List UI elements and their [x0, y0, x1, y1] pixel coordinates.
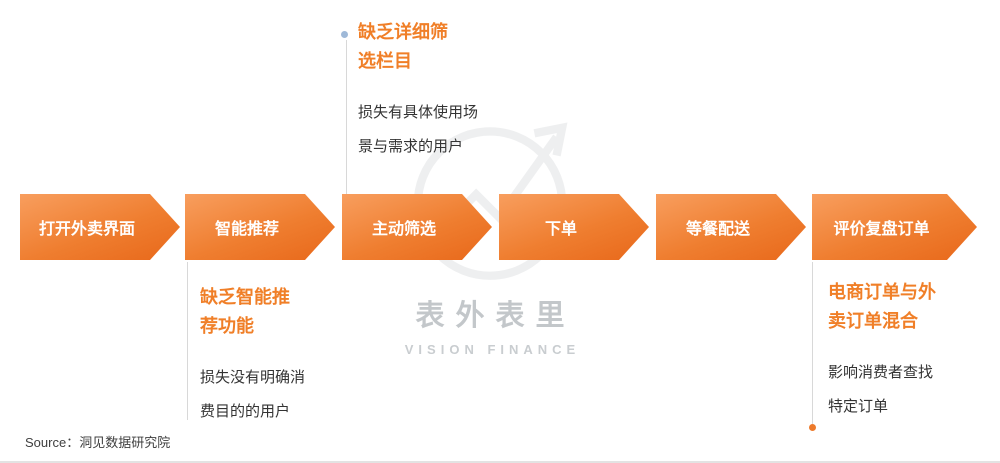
flow-step-label: 智能推荐 [214, 221, 279, 238]
vision-finance-logo-icon [395, 122, 585, 289]
watermark-brand: 表外表里 [415, 300, 576, 332]
flow-step-place-order: 下单 [499, 194, 649, 260]
watermark-subtitle: VISION FINANCE [404, 342, 581, 357]
annotation-title: 缺乏智能推 荐功能 [200, 287, 290, 336]
flow-step-active-filter: 主动筛选 [342, 194, 492, 260]
connector-line-bottom-left [187, 262, 188, 420]
flow-step-review-order: 评价复盘订单 [812, 194, 977, 260]
bottom-divider [0, 461, 1000, 463]
annotation-dot-bottom-right [809, 424, 816, 431]
annotation-body: 影响消费者查找 特定订单 [828, 364, 934, 415]
annotation-title: 电商订单与外 卖订单混合 [828, 282, 936, 331]
flow-step-smart-recommend: 智能推荐 [185, 194, 335, 260]
source-credit: Source：洞见数据研究院 [25, 435, 171, 450]
connector-line-bottom-right [812, 262, 813, 424]
flow-step-label: 主动筛选 [371, 221, 436, 238]
annotation-missing-filter: 缺乏详细筛 选栏目 损失有具体使用场 景与需求的用户 [358, 18, 478, 164]
annotation-body: 损失没有明确消 费目的的用户 [200, 369, 306, 420]
connector-line-top [346, 40, 347, 194]
flow-step-wait-delivery: 等餐配送 [656, 194, 806, 260]
flow-step-label: 下单 [544, 221, 577, 238]
flow-step-label: 打开外卖界面 [38, 221, 135, 238]
flow-step-label: 等餐配送 [685, 221, 750, 238]
annotation-body: 损失有具体使用场 景与需求的用户 [358, 104, 479, 155]
annotation-dot-top [341, 31, 348, 38]
annotation-title: 缺乏详细筛 选栏目 [358, 22, 448, 71]
annotation-mixed-orders: 电商订单与外 卖订单混合 影响消费者查找 特定订单 [828, 278, 936, 424]
flow-step-open-app: 打开外卖界面 [20, 194, 180, 260]
watermark: 表外表里 VISION FINANCE [380, 100, 600, 357]
annotation-missing-recommend: 缺乏智能推 荐功能 损失没有明确消 费目的的用户 [200, 283, 305, 429]
flow-step-label: 评价复盘订单 [833, 221, 930, 238]
